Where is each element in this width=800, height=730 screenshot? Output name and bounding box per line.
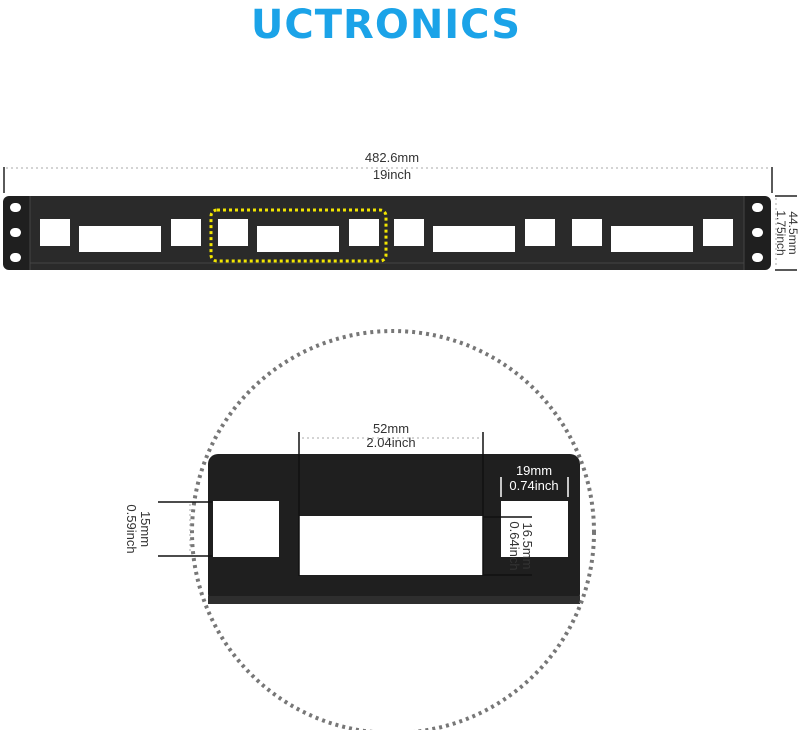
small-cutout [218,219,248,246]
mount-hole [752,253,763,262]
highlight-box [209,208,388,263]
small-height-inch: 0.59inch [124,504,139,553]
zoom-large-cutout [299,516,483,575]
small-width-inch: 0.74inch [509,478,558,493]
small-cutout [525,219,555,246]
mount-hole [752,203,763,212]
rack-panel [3,196,771,270]
mount-hole [10,228,21,237]
small-cutout [394,219,424,246]
panel-height-mm: 44.5mm [786,211,800,254]
small-cutout [703,219,733,246]
mount-hole [752,228,763,237]
logo-text: UCTRONICS [251,2,521,48]
small-width-mm: 19mm [516,463,552,478]
zoom-small-cutout [501,501,568,557]
large-cutout [79,226,161,252]
small-cutout [40,219,70,246]
large-cutout [257,226,339,252]
small-cutout [572,219,602,246]
small-cutout [349,219,379,246]
panel-width-mm: 482.6mm [365,150,419,165]
uctronics-logo: UCTRONICS [251,2,521,48]
mount-hole [10,203,21,212]
large-height-inch: 0.64inch [507,521,522,570]
zoom-small-cutout [213,501,279,557]
large-cutout [611,226,693,252]
large-cutout [433,226,515,252]
zoom-detail: 52mm 2.04inch 19mm 0.74inch 15mm 0.59inc… [124,329,596,730]
large-height-mm: 16.5mm [520,523,535,570]
panel-width-dimension: 482.6mm 19inch [3,150,773,193]
panel-height-inch: 1.75inch [774,210,788,255]
large-width-mm: 52mm [373,421,409,436]
small-cutout [171,219,201,246]
small-height-mm: 15mm [138,511,153,547]
large-width-inch: 2.04inch [366,435,415,450]
panel-height-dimension: 44.5mm 1.75inch [774,195,800,271]
panel-width-inch: 19inch [373,167,411,182]
mount-hole [10,253,21,262]
zoom-circle [190,329,596,730]
